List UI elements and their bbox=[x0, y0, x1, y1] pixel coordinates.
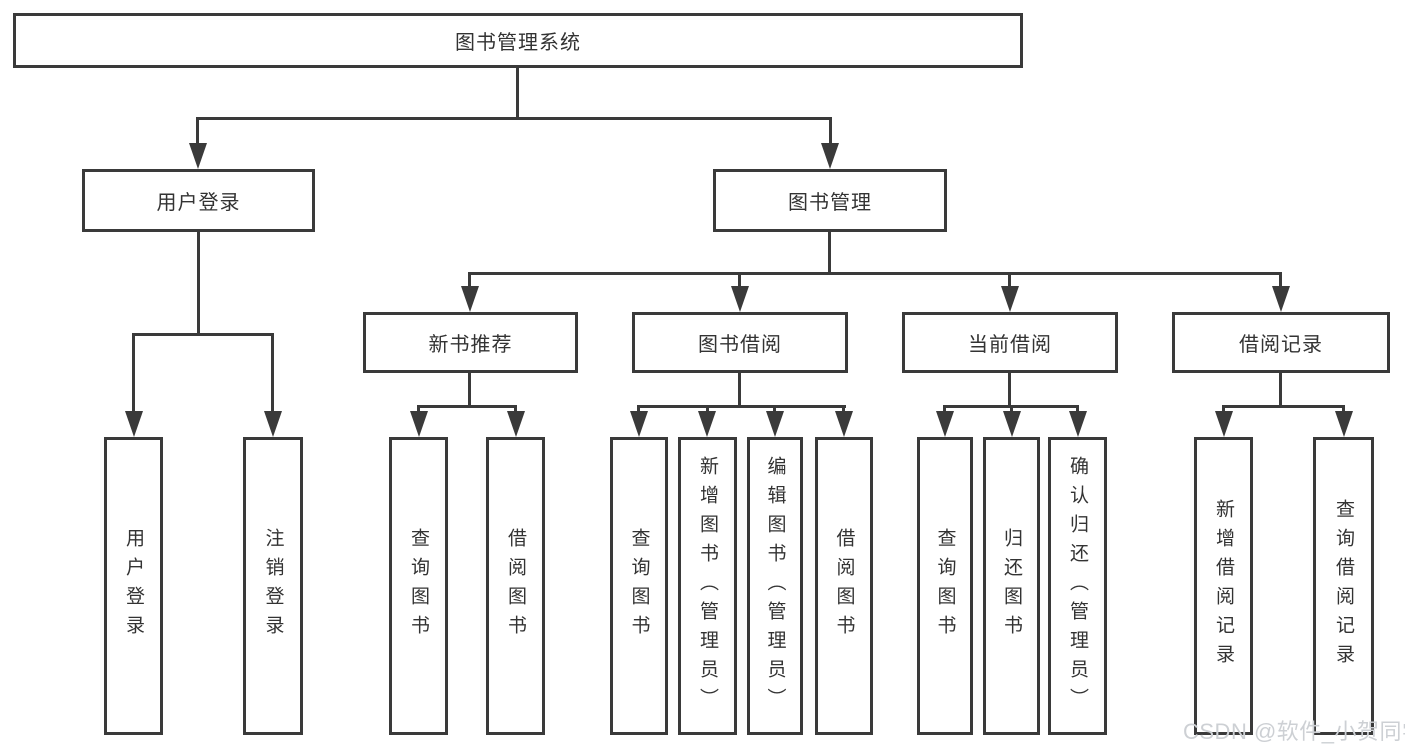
leaf-edit-book-admin: 编辑图书（管理员） bbox=[747, 437, 803, 735]
arrow-down-icon bbox=[1069, 411, 1087, 437]
watermark: CSDN @软件_小贺同学 bbox=[1183, 719, 1405, 744]
node-book-management: 图书管理 bbox=[713, 169, 947, 232]
node-current-borrowing: 当前借阅 bbox=[902, 312, 1118, 373]
connector-line bbox=[706, 405, 709, 415]
connector-line bbox=[197, 232, 200, 335]
connector-line bbox=[738, 272, 741, 288]
node-new-book-recommend: 新书推荐 bbox=[363, 312, 578, 373]
connector-line bbox=[132, 333, 274, 336]
arrow-down-icon bbox=[936, 411, 954, 437]
connector-line bbox=[1222, 405, 1225, 415]
leaf-query-books-borrowing: 查询图书 bbox=[610, 437, 668, 735]
connector-line bbox=[1076, 405, 1079, 415]
leaf-borrow-books-recommend: 借阅图书 bbox=[486, 437, 545, 735]
leaf-query-borrow-record: 查询借阅记录 bbox=[1313, 437, 1374, 735]
leaf-query-books-current: 查询图书 bbox=[917, 437, 973, 735]
arrow-down-icon bbox=[264, 411, 282, 437]
connector-line bbox=[271, 333, 274, 413]
connector-line bbox=[828, 232, 831, 274]
arrow-down-icon bbox=[698, 411, 716, 437]
connector-line bbox=[842, 405, 845, 415]
connector-line bbox=[196, 117, 199, 147]
connector-line bbox=[829, 117, 832, 147]
leaf-user-login: 用户登录 bbox=[104, 437, 163, 735]
connector-line bbox=[514, 405, 517, 415]
arrow-down-icon bbox=[731, 286, 749, 312]
connector-line bbox=[468, 272, 471, 288]
connector-line bbox=[417, 405, 517, 408]
connector-line bbox=[469, 272, 1282, 275]
leaf-query-books-recommend: 查询图书 bbox=[389, 437, 448, 735]
connector-line bbox=[738, 373, 741, 407]
connector-line bbox=[516, 68, 519, 120]
arrow-down-icon bbox=[410, 411, 428, 437]
arrow-down-icon bbox=[1335, 411, 1353, 437]
leaf-return-books: 归还图书 bbox=[983, 437, 1040, 735]
connector-line bbox=[468, 373, 471, 407]
leaf-logout: 注销登录 bbox=[243, 437, 303, 735]
arrow-down-icon bbox=[1001, 286, 1019, 312]
arrow-down-icon bbox=[835, 411, 853, 437]
connector-line bbox=[1342, 405, 1345, 415]
connector-line bbox=[773, 405, 776, 415]
arrow-down-icon bbox=[630, 411, 648, 437]
connector-line bbox=[1222, 405, 1345, 408]
arrow-down-icon bbox=[125, 411, 143, 437]
arrow-down-icon bbox=[1272, 286, 1290, 312]
arrow-down-icon bbox=[507, 411, 525, 437]
arrow-down-icon bbox=[821, 143, 839, 169]
connector-line bbox=[1279, 272, 1282, 288]
connector-line bbox=[132, 333, 135, 413]
arrow-down-icon bbox=[766, 411, 784, 437]
leaf-add-borrow-record: 新增借阅记录 bbox=[1194, 437, 1253, 735]
arrow-down-icon bbox=[1215, 411, 1233, 437]
node-book-borrowing: 图书借阅 bbox=[632, 312, 848, 373]
connector-line bbox=[637, 405, 846, 408]
arrow-down-icon bbox=[1003, 411, 1021, 437]
connector-line bbox=[417, 405, 420, 415]
node-borrowing-records: 借阅记录 bbox=[1172, 312, 1390, 373]
arrow-down-icon bbox=[461, 286, 479, 312]
connector-line bbox=[1008, 373, 1011, 407]
connector-line bbox=[1279, 373, 1282, 407]
connector-line bbox=[1010, 405, 1013, 415]
connector-line bbox=[196, 117, 832, 120]
connector-line bbox=[637, 405, 640, 415]
connector-line bbox=[943, 405, 946, 415]
leaf-borrow-books: 借阅图书 bbox=[815, 437, 873, 735]
arrow-down-icon bbox=[189, 143, 207, 169]
connector-line bbox=[1008, 272, 1011, 288]
leaf-confirm-return-admin: 确认归还（管理员） bbox=[1048, 437, 1107, 735]
node-user-login: 用户登录 bbox=[82, 169, 315, 232]
leaf-add-book-admin: 新增图书（管理员） bbox=[678, 437, 737, 735]
node-library-management-system: 图书管理系统 bbox=[13, 13, 1023, 68]
